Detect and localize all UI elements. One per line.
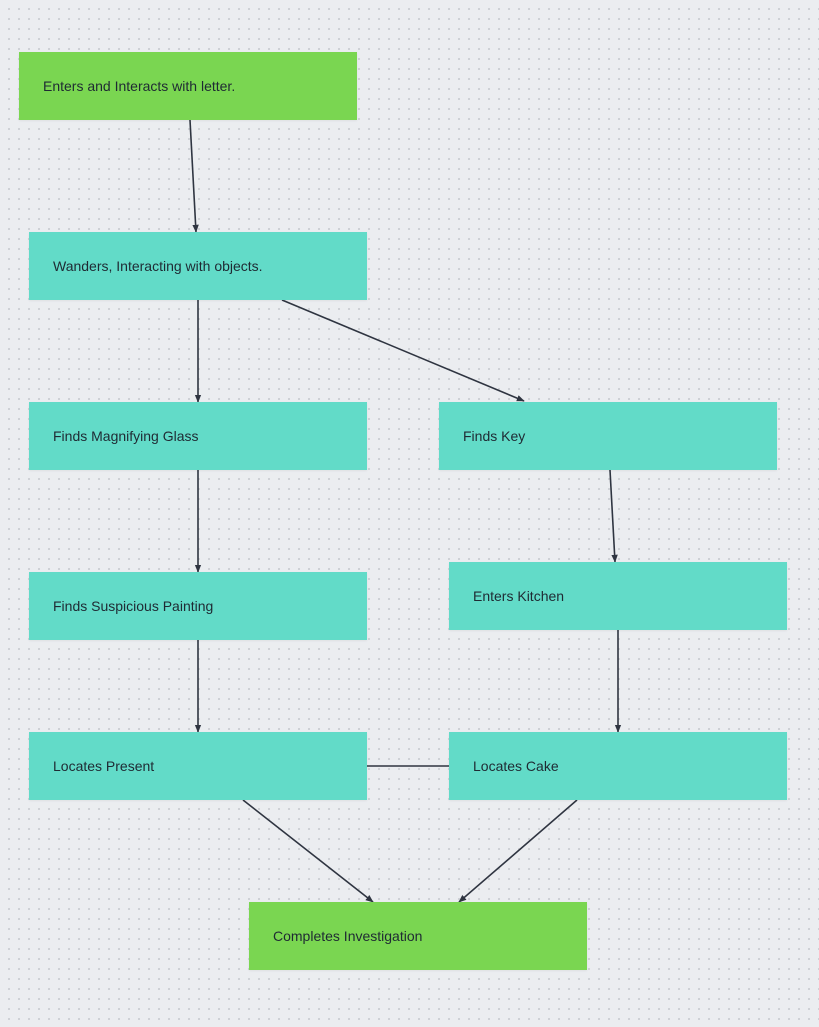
edge-cake-to-end	[458, 799, 578, 903]
node-finds-suspicious-painting[interactable]: Finds Suspicious Painting	[29, 572, 367, 640]
node-wanders[interactable]: Wanders, Interacting with objects.	[29, 232, 367, 300]
node-finds-key[interactable]: Finds Key	[439, 402, 777, 470]
node-completes-investigation[interactable]: Completes Investigation	[249, 902, 587, 970]
node-locates-cake[interactable]: Locates Cake	[449, 732, 787, 800]
node-label: Locates Cake	[473, 758, 559, 774]
edge-key-to-kitchen	[609, 469, 618, 563]
node-locates-present[interactable]: Locates Present	[29, 732, 367, 800]
node-enters-letter[interactable]: Enters and Interacts with letter.	[19, 52, 357, 120]
node-label: Enters Kitchen	[473, 588, 565, 604]
node-label: Completes Investigation	[273, 928, 423, 944]
edge-present-to-end	[242, 799, 374, 903]
node-finds-magnifying-glass[interactable]: Finds Magnifying Glass	[29, 402, 367, 470]
node-enters-kitchen[interactable]: Enters Kitchen	[449, 562, 787, 630]
edge-wanders-to-key	[281, 299, 525, 402]
node-label: Enters and Interacts with letter.	[43, 78, 236, 94]
node-label: Finds Magnifying Glass	[53, 428, 199, 444]
node-label: Finds Key	[463, 428, 526, 444]
node-label: Finds Suspicious Painting	[53, 598, 214, 614]
node-label: Wanders, Interacting with objects.	[53, 258, 263, 274]
edge-start-to-wanders	[189, 119, 199, 233]
node-label: Locates Present	[53, 758, 155, 774]
